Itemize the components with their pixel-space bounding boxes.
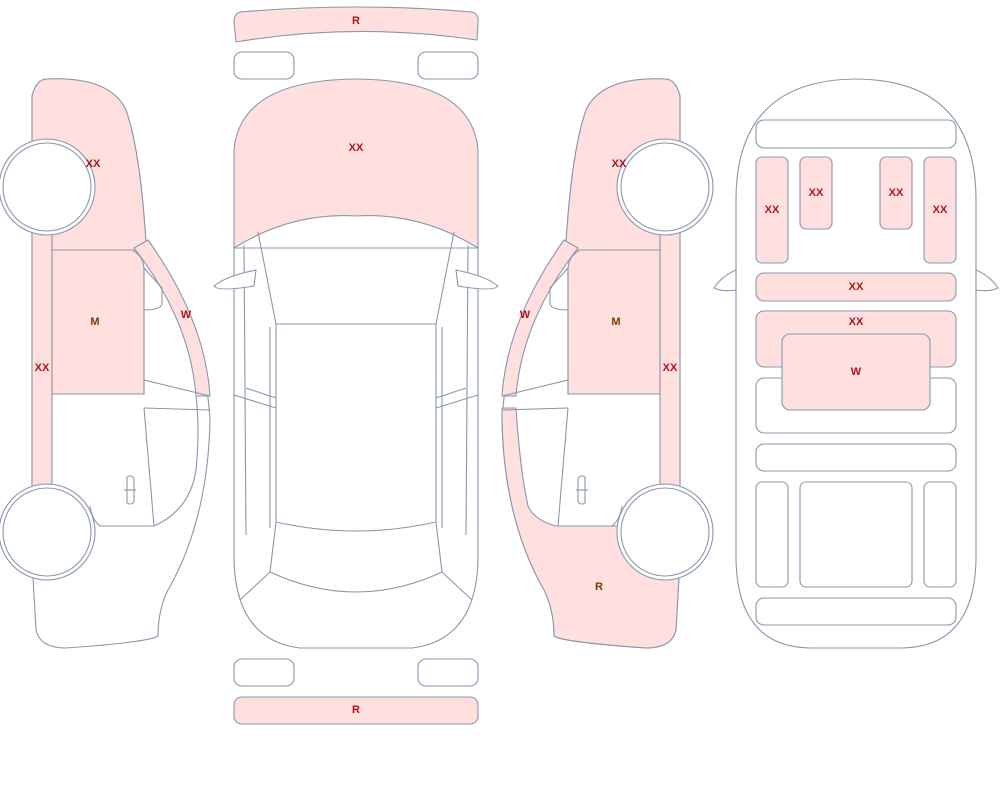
left-front-door-label: M: [90, 316, 99, 328]
interior-center-console-panel[interactable]: [781, 333, 931, 411]
right-rocker-panel[interactable]: [659, 231, 681, 489]
right-windshield-pillar-label: W: [520, 309, 531, 321]
rear-bumper-panel[interactable]: [233, 696, 479, 725]
right-front-fender-label: XX: [612, 158, 627, 170]
interior-rear-bar[interactable]: [755, 443, 957, 472]
right-quarter-panel-label: R: [595, 581, 603, 593]
interior-view: [713, 78, 999, 649]
front-bumper-panel[interactable]: [233, 6, 479, 43]
interior-rear-left[interactable]: [755, 481, 789, 588]
interior-seat-far-left-label: XX: [765, 204, 780, 216]
interior-seat-far-right-label: XX: [933, 204, 948, 216]
left-mirror[interactable]: [213, 269, 257, 290]
interior-trunk-bar[interactable]: [755, 597, 957, 626]
interior-dashboard-panel[interactable]: [755, 272, 957, 302]
right-front-door-label: M: [611, 316, 620, 328]
interior-seat-far-left[interactable]: [755, 156, 789, 264]
hood-label: XX: [349, 142, 364, 154]
left-rocker-panel[interactable]: [31, 231, 53, 489]
damage-labels: R XX R XX M W XX XX M W XX R XX XX XX XX…: [35, 15, 948, 716]
interior-front-bar[interactable]: [755, 119, 957, 149]
rear-bumper-label: R: [352, 704, 360, 716]
left-front-wheel[interactable]: [2, 142, 92, 232]
right-mirror[interactable]: [455, 269, 499, 290]
left-windshield-pillar-label: W: [181, 309, 192, 321]
interior-cargo[interactable]: [799, 481, 913, 588]
left-rear-wheel[interactable]: [2, 487, 92, 577]
interior-seat-left[interactable]: [799, 156, 833, 230]
interior-seat-far-right[interactable]: [923, 156, 957, 264]
right-front-wheel[interactable]: [620, 142, 710, 232]
interior-rear-right[interactable]: [923, 481, 957, 588]
left-rocker-label: XX: [35, 362, 50, 374]
interior-front-row-label: XX: [849, 316, 864, 328]
right-side-view: [501, 78, 714, 649]
top-view-body: [233, 247, 479, 649]
interior-seat-right[interactable]: [879, 156, 913, 230]
right-rocker-label: XX: [663, 362, 678, 374]
right-quarter-panel[interactable]: [501, 407, 681, 649]
interior-seat-right-label: XX: [889, 187, 904, 199]
right-rear-wheel[interactable]: [620, 487, 710, 577]
left-taillight[interactable]: [233, 658, 295, 687]
right-taillight[interactable]: [417, 658, 479, 687]
hood-panel[interactable]: [233, 78, 479, 249]
top-view: [213, 6, 499, 725]
interior-dashboard-label: XX: [849, 281, 864, 293]
left-headlight[interactable]: [233, 51, 295, 80]
left-side-view: [0, 78, 211, 649]
left-front-fender-label: XX: [86, 158, 101, 170]
right-headlight[interactable]: [417, 51, 479, 80]
interior-seat-left-label: XX: [809, 187, 824, 199]
interior-center-console-label: W: [851, 366, 862, 378]
front-bumper-label: R: [352, 15, 360, 27]
